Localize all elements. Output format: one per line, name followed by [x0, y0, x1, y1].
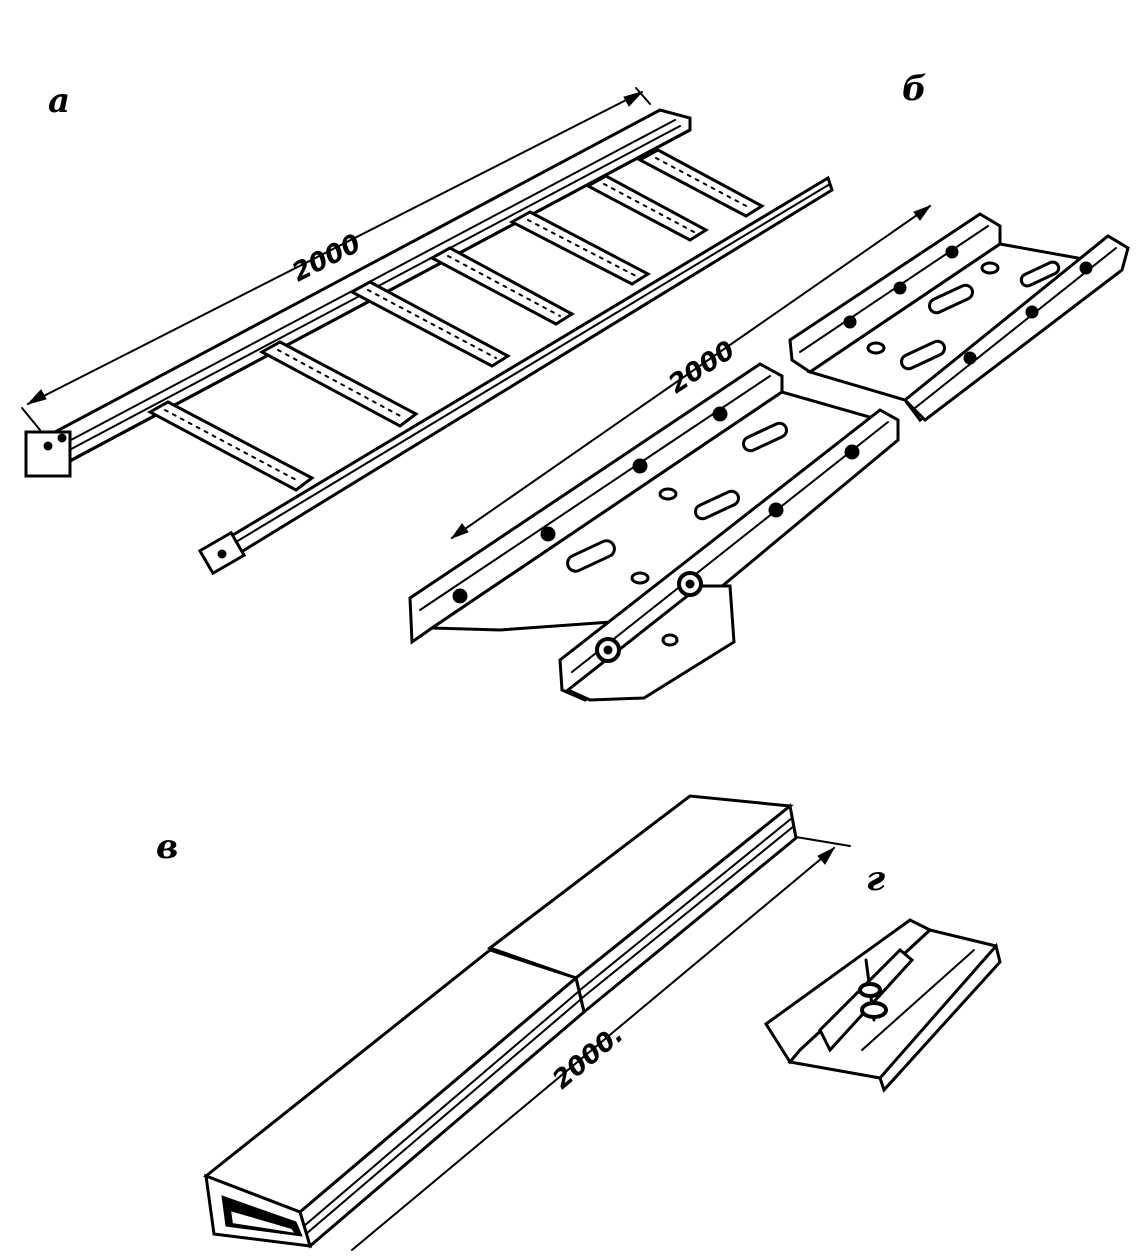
figure-v-label: в: [156, 827, 178, 867]
figure-v-front-segment: [203, 948, 586, 1249]
figure-b-dimension-line: [450, 204, 932, 540]
figure-v-box-tray: в 2000.: [156, 794, 851, 1251]
figure-a-ladder-tray: a 2000: [21, 81, 834, 576]
figure-v-dimension-line: [351, 835, 851, 1251]
figure-a-near-rail: [197, 175, 834, 576]
figure-a-dimension-line: [21, 87, 651, 431]
figure-g-label: г: [866, 859, 885, 899]
rung: [348, 280, 511, 368]
rung: [428, 246, 575, 326]
figure-b-label: б: [902, 69, 927, 109]
rung: [584, 174, 709, 242]
rung: [508, 210, 652, 286]
figure-b-tray-section-near: [408, 362, 900, 702]
figure-g-bracket: г: [763, 859, 1002, 1093]
figure-b-channel-tray: б 2000: [408, 69, 1130, 702]
figure-a-rungs: [146, 148, 765, 492]
rung: [258, 340, 419, 428]
figure-b-tray-section-far: [788, 212, 1130, 423]
figure-a-label: a: [48, 81, 70, 121]
rung: [146, 400, 315, 492]
rung: [636, 148, 765, 218]
